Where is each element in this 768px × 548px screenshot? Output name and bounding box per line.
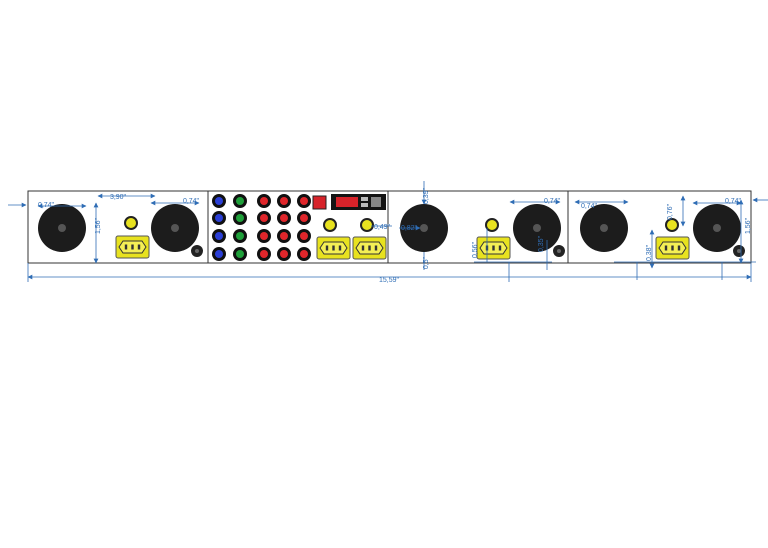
indicator-3 <box>360 218 374 232</box>
mid-offset-label: 0,49" <box>374 224 391 231</box>
dimension-labels: 15,59" 3,90" 0,74" 0,74" 0,74" 0,74" 0,7… <box>38 187 752 284</box>
knob-dia-label-1: 0,74" <box>38 202 55 209</box>
led-1-4 <box>212 247 226 261</box>
overall-width-label: 15,59" <box>379 277 400 284</box>
led-4-4 <box>277 247 291 261</box>
led-indicator-icon <box>236 232 244 240</box>
indicator-4 <box>485 218 499 232</box>
led-3-3 <box>257 229 271 243</box>
small-knob-2[interactable] <box>553 245 565 257</box>
small-knob-3[interactable] <box>733 245 745 257</box>
led-1-2 <box>212 211 226 225</box>
led-1-3 <box>212 229 226 243</box>
led-indicator-icon <box>236 197 244 205</box>
knob-3[interactable] <box>400 204 448 252</box>
led-indicator-icon <box>260 250 268 258</box>
led-indicator-icon <box>260 197 268 205</box>
led-indicator-icon <box>300 250 308 258</box>
led-4-1 <box>277 194 291 208</box>
yellow-indicator-icon <box>360 218 374 232</box>
rocker-switch[interactable] <box>312 195 327 210</box>
indicator-1 <box>124 216 138 230</box>
led-5-2 <box>297 211 311 225</box>
led-2-2 <box>233 211 247 225</box>
knob-5[interactable] <box>580 204 628 252</box>
led-indicator-icon <box>215 197 223 205</box>
led-indicator-icon <box>280 197 288 205</box>
led-indicator-icon <box>215 232 223 240</box>
knob-dia-label-5: 0,74" <box>725 198 742 205</box>
power-inlet-5[interactable] <box>655 236 690 260</box>
led-3-4 <box>257 247 271 261</box>
small-a-label: 0,5" <box>423 256 430 269</box>
panel-outline <box>27 190 752 264</box>
power-inlet-3[interactable] <box>352 236 387 260</box>
yellow-indicator-icon <box>485 218 499 232</box>
power-inlet-4[interactable] <box>476 236 511 260</box>
led-grid <box>212 194 311 261</box>
led-1-1 <box>212 194 226 208</box>
power-inlets <box>115 235 690 260</box>
power-inlet-1[interactable] <box>115 235 150 259</box>
vert-3-label: 0,56" <box>472 241 479 258</box>
yellow-indicator-icon <box>124 216 138 230</box>
led-indicator-icon <box>215 250 223 258</box>
led-indicator-icon <box>300 214 308 222</box>
led-indicator-icon <box>280 214 288 222</box>
power-inlet-2[interactable] <box>316 236 351 260</box>
led-indicator-icon <box>260 232 268 240</box>
height-right-label: 1,56" <box>745 217 752 234</box>
led-2-1 <box>233 194 247 208</box>
led-3-2 <box>257 211 271 225</box>
led-indicator-icon <box>280 232 288 240</box>
yellow-indicator-icon <box>665 218 679 232</box>
small-knob-1[interactable] <box>191 245 203 257</box>
led-indicator-icon <box>300 232 308 240</box>
led-5-4 <box>297 247 311 261</box>
vert-2-label: 0,38" <box>646 244 653 261</box>
led-2-4 <box>233 247 247 261</box>
section-width-label: 3,90" <box>110 194 127 201</box>
knob-dia-label-3: 0,74" <box>544 198 561 205</box>
led-5-1 <box>297 194 311 208</box>
led-4-3 <box>277 229 291 243</box>
vert-1-label: 0,76" <box>667 203 674 220</box>
led-5-3 <box>297 229 311 243</box>
led-indicator-icon <box>236 250 244 258</box>
indicator-2 <box>323 218 337 232</box>
knob-2[interactable] <box>151 204 199 252</box>
top-offset-label: 0,39" <box>423 187 430 204</box>
rack-outline <box>27 190 752 264</box>
knob-dia-label-2: 0,74" <box>183 198 200 205</box>
knob-1[interactable] <box>38 204 86 252</box>
led-4-2 <box>277 211 291 225</box>
yellow-indicator-icon <box>323 218 337 232</box>
knob-offset-label: 0,82" <box>401 225 418 232</box>
dimension-lines <box>8 181 768 282</box>
led-indicator-icon <box>280 250 288 258</box>
knob-6[interactable] <box>693 204 741 252</box>
led-indicator-icon <box>260 214 268 222</box>
led-2-3 <box>233 229 247 243</box>
height-left-label: 1,56" <box>95 217 102 234</box>
display-screen <box>331 194 386 210</box>
red-rocker-switch-icon <box>312 195 327 210</box>
indicator-5 <box>665 218 679 232</box>
led-3-1 <box>257 194 271 208</box>
small-b-label: 0,35" <box>538 235 545 252</box>
led-indicator-icon <box>300 197 308 205</box>
knob-dia-label-4: 0,74" <box>581 203 598 210</box>
knob-4[interactable] <box>513 204 561 252</box>
led-indicator-icon <box>215 214 223 222</box>
led-indicator-icon <box>236 214 244 222</box>
